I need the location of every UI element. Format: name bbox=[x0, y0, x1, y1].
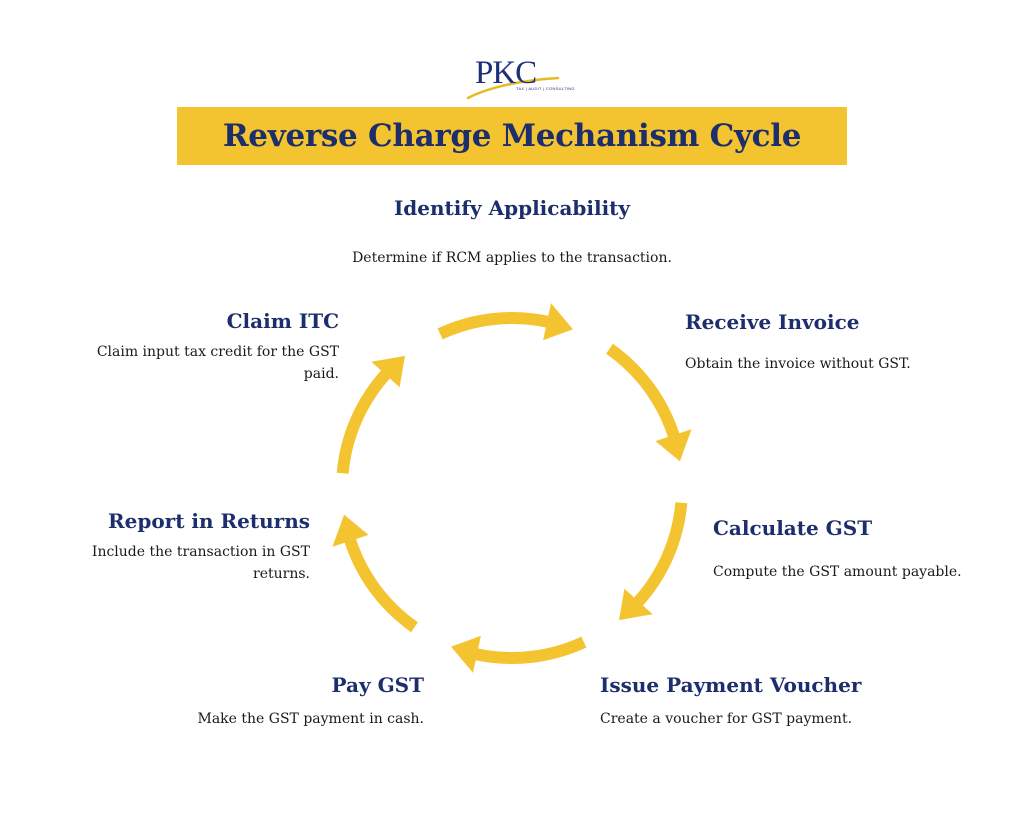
step-calculate-title: Calculate GST bbox=[713, 516, 873, 540]
step-pay-desc: Make the GST payment in cash. bbox=[197, 711, 425, 727]
arrow-bottom-icon bbox=[451, 635, 587, 673]
pkc-logo: PKC TAX | AUDIT | CONSULTING bbox=[466, 55, 575, 102]
arrow-right-upper-icon bbox=[606, 343, 692, 462]
step-voucher-title: Issue Payment Voucher bbox=[600, 673, 862, 697]
title-banner: Reverse Charge Mechanism Cycle bbox=[177, 107, 847, 165]
step-claim-desc: Claim input tax credit for the GST paid. bbox=[96, 344, 339, 382]
step-identify-title: Identify Applicability bbox=[393, 196, 631, 220]
arrow-left-upper-icon bbox=[336, 355, 405, 474]
page-title: Reverse Charge Mechanism Cycle bbox=[222, 118, 802, 154]
step-identify-desc: Determine if RCM applies to the transact… bbox=[352, 250, 672, 266]
step-report-desc: Include the transaction in GST returns. bbox=[91, 544, 310, 582]
arrow-top-icon bbox=[437, 303, 573, 341]
step-receive-desc: Obtain the invoice without GST. bbox=[685, 356, 911, 372]
step-voucher-desc: Create a voucher for GST payment. bbox=[600, 711, 853, 727]
logo-tagline: TAX | AUDIT | CONSULTING bbox=[516, 86, 575, 91]
logo-swoosh-icon bbox=[466, 76, 560, 100]
step-pay-title: Pay GST bbox=[331, 673, 424, 697]
arrow-left-lower-icon bbox=[332, 514, 418, 633]
step-claim-title: Claim ITC bbox=[226, 309, 339, 333]
arrow-right-lower-icon bbox=[619, 502, 688, 621]
logo-text: PKC bbox=[475, 55, 537, 91]
step-calculate-desc: Compute the GST amount payable. bbox=[713, 564, 962, 580]
step-report-title: Report in Returns bbox=[108, 509, 310, 533]
step-receive-title: Receive Invoice bbox=[685, 310, 860, 334]
